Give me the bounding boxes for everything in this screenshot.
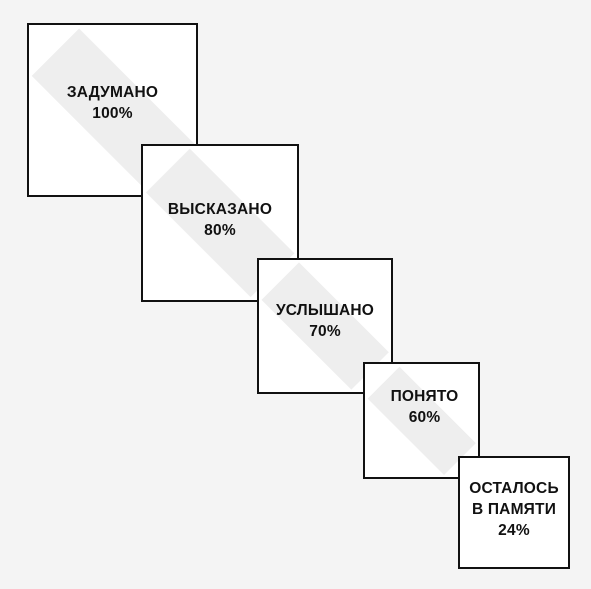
stage-title: УСЛЫШАНО (275, 302, 375, 319)
stage-percent: 100% (92, 105, 133, 122)
stage-percent: 70% (309, 323, 341, 340)
stage-percent: 24% (498, 522, 530, 539)
stage-title: ВЫСКАЗАНО (167, 201, 273, 218)
stage-box-remembered: ОСТАЛОСЬ В ПАМЯТИ 24% (458, 456, 570, 569)
stage-label: УСЛЫШАНО 70% (276, 300, 374, 342)
stage-box-conceived: ЗАДУМАНО 100% (27, 23, 198, 197)
stage-title-line-2: В ПАМЯТИ (471, 501, 557, 518)
stage-percent: 80% (204, 222, 236, 239)
stage-percent: 60% (408, 408, 441, 426)
stage-label: ПОНЯТО 60% (391, 386, 459, 428)
stage-title: ПОНЯТО (390, 387, 459, 405)
stage-title: ЗАДУМАНО (66, 84, 159, 101)
stage-label: ОСТАЛОСЬ В ПАМЯТИ 24% (469, 478, 559, 541)
stage-label: ЗАДУМАНО 100% (67, 82, 158, 124)
stage-title-line-1: ОСТАЛОСЬ (469, 480, 559, 497)
stage-box-said: ВЫСКАЗАНО 80% (141, 144, 299, 302)
stage-label: ВЫСКАЗАНО 80% (168, 199, 272, 241)
